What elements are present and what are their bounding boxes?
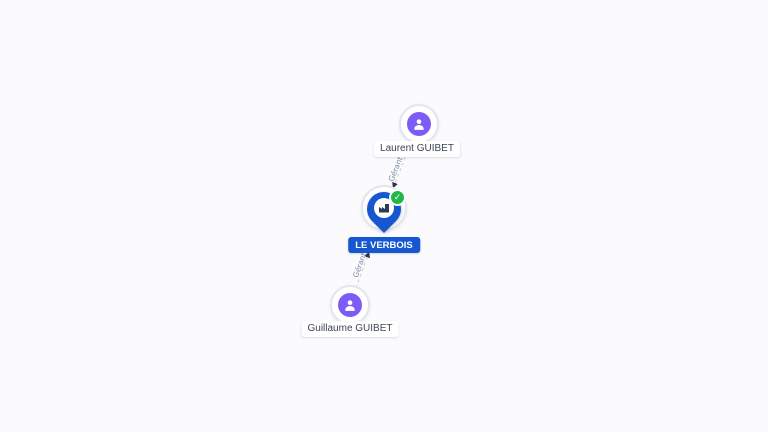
edge-label-gerant-bottom: Gérant	[351, 251, 368, 278]
edge-label-gerant-top: Gérant	[387, 155, 405, 182]
company-label[interactable]: LE VERBOIS	[348, 237, 420, 253]
person-icon-glyph	[345, 300, 355, 311]
person-node-guillaume[interactable]	[330, 285, 370, 325]
person-icon-glyph	[414, 119, 424, 130]
person-icon	[338, 293, 362, 317]
person-icon	[407, 112, 431, 136]
person-label-laurent[interactable]: Laurent GUIBET	[374, 141, 460, 157]
status-check-icon: ✓	[389, 189, 406, 206]
person-node-laurent[interactable]	[399, 104, 439, 144]
person-label-guillaume[interactable]: Guillaume GUIBET	[301, 321, 399, 337]
